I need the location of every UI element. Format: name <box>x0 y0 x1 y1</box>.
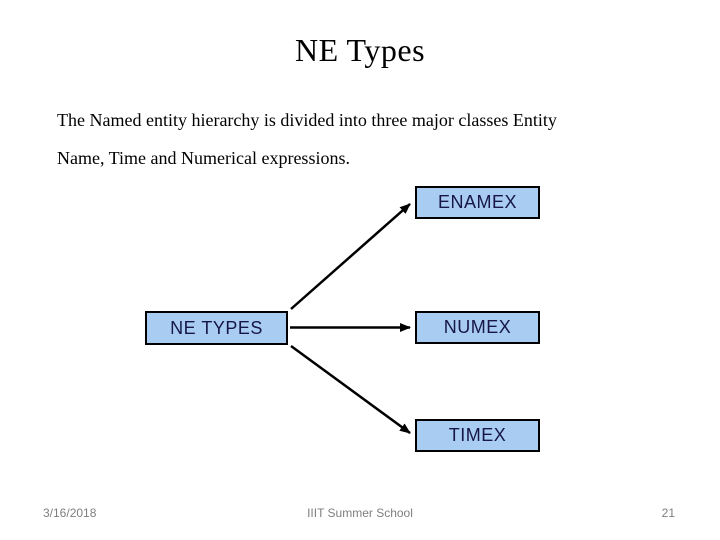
diagram-node-ne-types: NE TYPES <box>145 311 288 345</box>
body-text-line-1: The Named entity hierarchy is divided in… <box>57 110 557 130</box>
diagram-node-enamex: ENAMEX <box>415 186 540 219</box>
body-text-line-2: Name, Time and Numerical expressions. <box>57 148 350 168</box>
footer-date: 3/16/2018 <box>43 506 97 520</box>
arrow-netypes-to-timex <box>290 344 411 435</box>
slide-title: NE Types <box>294 32 426 68</box>
footer-page-number: 21 <box>661 506 675 520</box>
diagram-node-numex: NUMEX <box>415 311 540 344</box>
arrow-netypes-to-enamex <box>290 203 411 310</box>
diagram-node-timex: TIMEX <box>415 419 540 452</box>
footer-center-text: IIIT Summer School <box>307 506 413 520</box>
